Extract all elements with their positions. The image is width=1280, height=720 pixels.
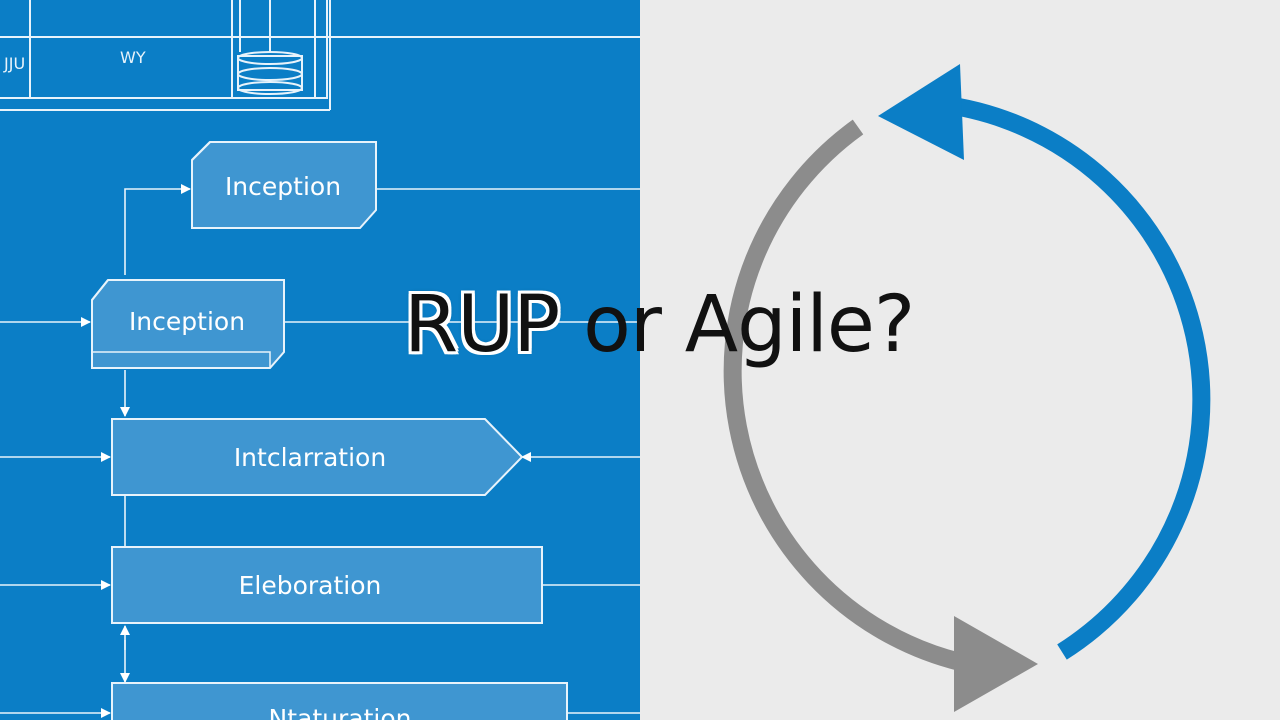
cycle-arrowhead-gray bbox=[954, 616, 1038, 712]
phase-label: Eleboration bbox=[239, 571, 382, 600]
phase-box-inception-1: Inception bbox=[191, 141, 377, 229]
phase-label: Inception bbox=[129, 307, 245, 336]
cycle-arrowhead-blue bbox=[878, 64, 964, 160]
top-table bbox=[0, 0, 640, 111]
headline-rest: or Agile? bbox=[559, 280, 915, 370]
flow-connectors bbox=[0, 184, 640, 718]
phase-box-intclarration: Intclarration bbox=[111, 418, 524, 496]
phase-box-inception-2: Inception bbox=[91, 279, 285, 369]
cycle-arc-blue bbox=[938, 95, 1211, 660]
top-table-center-label: WY bbox=[120, 48, 146, 67]
phase-label: Ntaturation bbox=[269, 704, 412, 720]
phase-box-eleboration: Eleboration bbox=[111, 546, 543, 624]
phase-label: Inception bbox=[225, 172, 341, 201]
headline-rup: RUP bbox=[404, 280, 560, 370]
headline: RUP or Agile? bbox=[404, 286, 915, 364]
phase-label: Intclarration bbox=[234, 443, 386, 472]
rup-flow-diagram: JJU WY Inception bbox=[0, 0, 640, 720]
cycle-arc-gray bbox=[723, 119, 963, 671]
phase-box-ntaturation: Ntaturation bbox=[111, 682, 568, 720]
top-table-left-label: JJU bbox=[3, 54, 25, 73]
